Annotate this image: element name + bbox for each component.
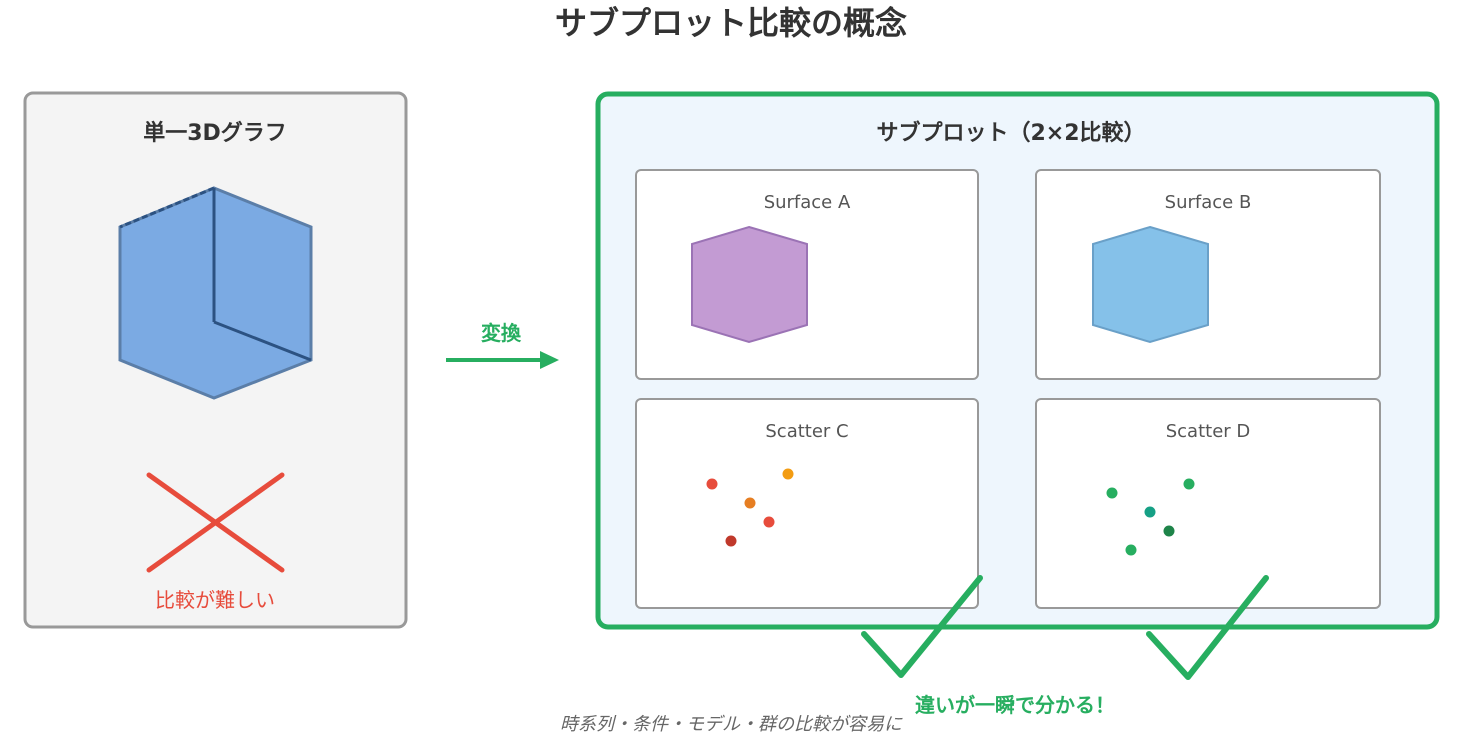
subplot-label: Scatter D [1166,421,1251,442]
single-3d-panel-title: 単一3Dグラフ [143,120,287,146]
cross-mark-icon [146,472,285,573]
transform-arrow: 変換 [446,321,559,369]
footer-note: 時系列・条件・モデル・群の比較が容易に [560,714,903,735]
checkmark-icon [1146,575,1269,680]
scatter-point [744,497,756,509]
arrow-head-icon [540,351,559,369]
page-title: サブプロット比較の概念 [555,4,907,42]
difficulty-caption: 比較が難しい [155,588,275,612]
transform-label: 変換 [481,321,522,345]
subplot-panel: サブプロット（2×2比較） Surface A Surface B Scatte… [595,91,1440,630]
subplot-scatter-d: Scatter D [1035,398,1381,609]
scatter-point [782,468,794,480]
scatter-point [706,478,718,490]
scatter-point [1144,506,1156,518]
single-3d-panel: 単一3Dグラフ 比較が難しい [23,91,408,629]
scatter-point [1163,525,1175,537]
subplot-label: Surface A [764,192,851,213]
benefit-text: 違いが一瞬で分かる！ [915,693,1115,717]
scatter-points-d [1106,478,1195,556]
scatter-point [1183,478,1195,490]
subplot-panel-title: サブプロット（2×2比較） [876,120,1145,146]
scatter-point [1106,487,1118,499]
subplot-surface-b: Surface B [1035,169,1381,380]
scatter-point [763,516,775,528]
subplot-surface-a: Surface A [635,169,979,380]
subplot-label: Scatter C [765,421,848,442]
checkmark-icon [861,575,983,678]
subplot-label: Surface B [1165,192,1252,213]
cube-icon [118,186,313,400]
surface-hexagon-icon [691,225,808,344]
scatter-point [1125,544,1137,556]
surface-hexagon-icon [1092,225,1209,344]
subplot-scatter-c: Scatter C [635,398,979,609]
subplot-frame [635,398,979,609]
scatter-point [725,535,737,547]
scatter-points-c [706,468,794,547]
subplot-frame [1035,398,1381,609]
